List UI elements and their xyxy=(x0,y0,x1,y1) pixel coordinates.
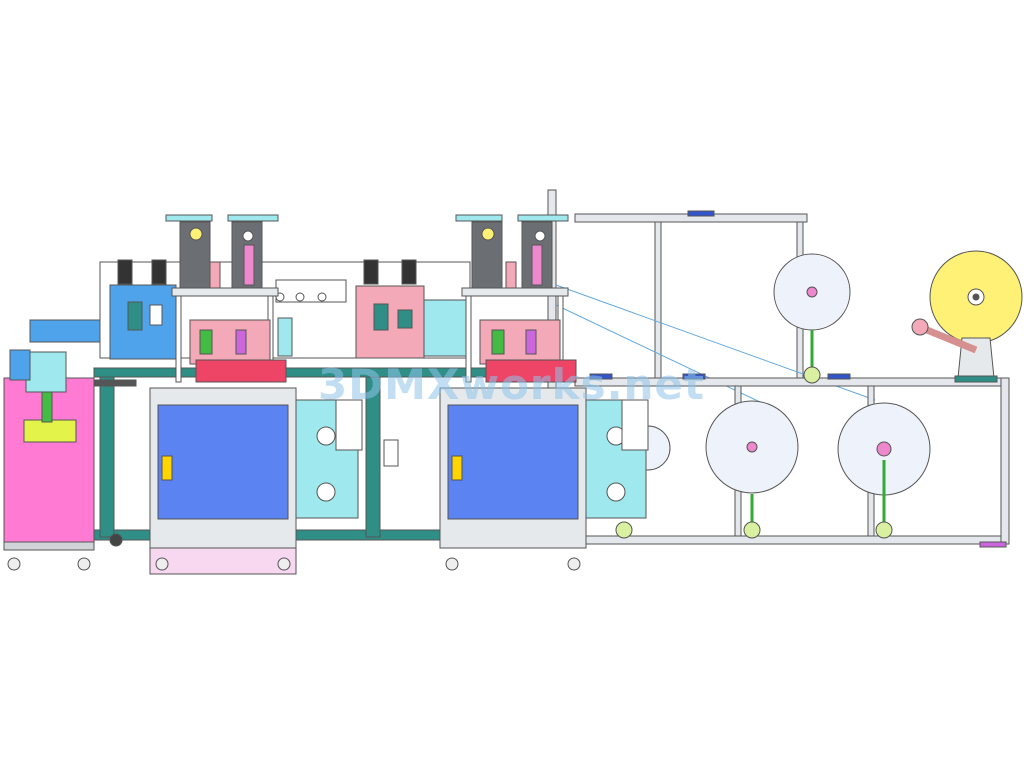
station-1 xyxy=(109,214,287,383)
handwheel-icon[interactable] xyxy=(803,366,821,384)
cabinet-1 xyxy=(149,387,363,575)
watermark-text: 3DMXworks.net xyxy=(318,360,705,409)
cabinet-2 xyxy=(439,387,649,571)
material-rolls xyxy=(615,250,1023,539)
station-2 xyxy=(355,214,577,383)
base-rails xyxy=(93,367,575,547)
feeder-cabinet xyxy=(3,319,105,571)
